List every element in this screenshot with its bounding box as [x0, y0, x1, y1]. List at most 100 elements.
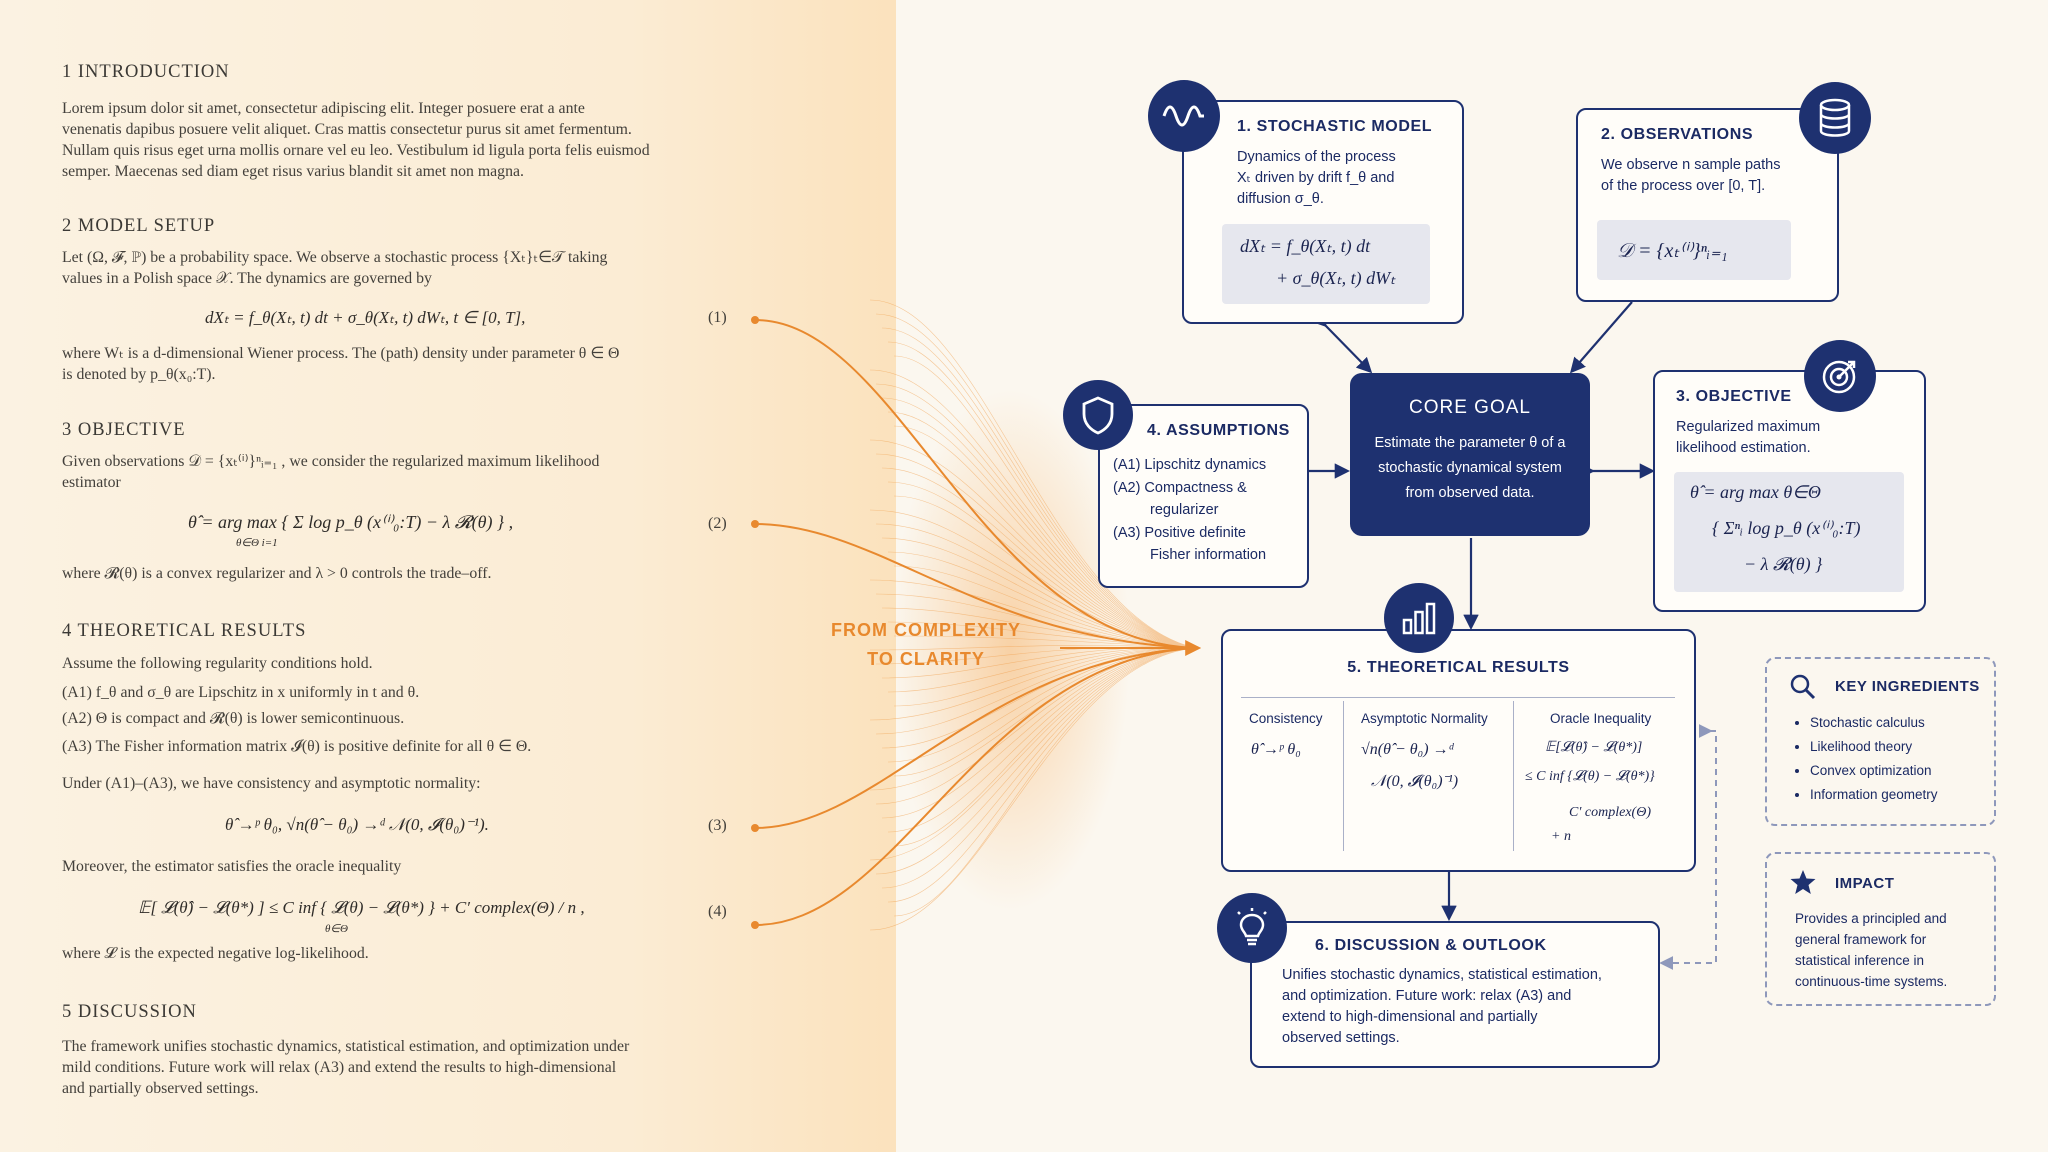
- equation-3: θ̂ →ᵖ θ₀, √n(θ̂ − θ₀) →ᵈ 𝒩(0, 𝓘(θ₀)⁻¹).: [225, 815, 489, 834]
- desc-line: general framework for: [1795, 932, 1927, 947]
- equation-4-subscript: θ∈Θ: [325, 923, 348, 935]
- search-icon: [1789, 673, 1817, 706]
- text-line: semper. Maecenas sed diam eget risus var…: [62, 163, 524, 180]
- objective-text: Given observations 𝒟 = {xₜ⁽ⁱ⁾}ⁿᵢ₌₁ , we …: [62, 451, 742, 493]
- equation-4: 𝔼[ 𝓛(θ̂) − 𝓛(θ*) ] ≤ C inf { 𝓛(θ) − 𝓛(θ*…: [138, 898, 585, 917]
- math-line: { Σⁿᵢ log p_θ (x⁽ⁱ⁾₀:T): [1712, 518, 1861, 538]
- desc-line: likelihood estimation.: [1676, 440, 1811, 456]
- text-line: The framework unifies stochastic dynamic…: [62, 1038, 630, 1055]
- desc-line: continuous-time systems.: [1795, 974, 1948, 989]
- objective-equation: θ̂ = arg max θ∈Θ { Σⁿᵢ log p_θ (x⁽ⁱ⁾₀:T)…: [1674, 472, 1904, 592]
- text-line: Nullam quis risus eget urna mollis ornar…: [62, 142, 650, 159]
- card-title: 4. ASSUMPTIONS: [1147, 422, 1290, 439]
- equation-number-1: (1): [708, 309, 727, 326]
- equation-1: dXₜ = f_θ(Xₜ, t) dt + σ_θ(Xₜ, t) dWₜ, t …: [205, 308, 526, 327]
- math-line: 𝒩(0, 𝓘(θ₀)⁻¹): [1371, 773, 1459, 790]
- column-header: Consistency: [1249, 711, 1323, 726]
- list-item: Likelihood theory: [1810, 735, 1938, 759]
- math-line: + σ_θ(Xₜ, t) dWₜ: [1276, 268, 1396, 288]
- list-item: Information geometry: [1810, 783, 1938, 807]
- text-line: Given observations 𝒟 = {xₜ⁽ⁱ⁾}ⁿᵢ₌₁ , we …: [62, 453, 600, 470]
- card-title: 3. OBJECTIVE: [1676, 388, 1792, 405]
- assumption-a2: (A2) Θ is compact and 𝓡(θ) is lower semi…: [62, 710, 405, 727]
- introduction-text: Lorem ipsum dolor sit amet, consectetur …: [62, 98, 742, 182]
- assumption-a1: (A1) f_θ and σ_θ are Lipschitz in x unif…: [62, 684, 420, 701]
- results-moreover: Moreover, the estimator satisfies the or…: [62, 858, 402, 875]
- transition-label: FROM COMPLEXITY TO CLARITY: [820, 616, 1032, 674]
- panel-title: IMPACT: [1835, 875, 1895, 892]
- card-description: Unifies stochastic dynamics, statistical…: [1282, 965, 1602, 1049]
- discussion-text: The framework unifies stochastic dynamic…: [62, 1036, 742, 1099]
- transition-line-1: FROM COMPLEXITY: [831, 620, 1021, 640]
- results-after: where 𝓛 is the expected negative log-lik…: [62, 945, 369, 962]
- impact-panel: IMPACT Provides a principled and general…: [1765, 852, 1996, 1006]
- desc-line: statistical inference in: [1795, 953, 1925, 968]
- equation-number-2: (2): [708, 515, 727, 532]
- divider: [1513, 701, 1514, 851]
- model-setup-text: Let (Ω, 𝓕, ℙ) be a probability space. We…: [62, 247, 742, 289]
- desc-line: stochastic dynamical system: [1378, 460, 1562, 476]
- section-heading-introduction: 1 INTRODUCTION: [62, 62, 230, 82]
- assumption-list: (A1) Lipschitz dynamics (A2) Compactness…: [1113, 454, 1266, 567]
- section-heading-objective: 3 OBJECTIVE: [62, 420, 186, 440]
- objective-card: 3. OBJECTIVE Regularized maximum likelih…: [1653, 370, 1926, 612]
- equation-number-4: (4): [708, 903, 727, 920]
- math-line: dXₜ = f_θ(Xₜ, t) dt: [1240, 236, 1371, 256]
- desc-line: Regularized maximum: [1676, 419, 1821, 435]
- math-line: θ̂ →ᵖ θ₀: [1251, 741, 1301, 758]
- key-ingredients-panel: KEY INGREDIENTS Stochastic calculus Like…: [1765, 657, 1996, 826]
- desc-line: Estimate the parameter θ of a: [1374, 435, 1566, 451]
- impact-description: Provides a principled and general framew…: [1795, 908, 1947, 992]
- math-line: θ̂ = arg max θ∈Θ: [1690, 482, 1821, 502]
- objective-after: where 𝓡(θ) is a convex regularizer and λ…: [62, 563, 742, 584]
- column-header: Asymptotic Normality: [1361, 711, 1488, 726]
- text-line: mild conditions. Future work will relax …: [62, 1059, 617, 1076]
- desc-line: We observe n sample paths: [1601, 157, 1781, 173]
- stochastic-model-card: 1. STOCHASTIC MODEL Dynamics of the proc…: [1182, 100, 1464, 324]
- text-line: venenatis dapibus posuere velit aliquet.…: [62, 121, 632, 138]
- math-line: C′ complex(Θ): [1569, 805, 1651, 820]
- wave-icon: [1148, 80, 1220, 152]
- card-description: We observe n sample paths of the process…: [1601, 155, 1780, 197]
- desc-line: observed settings.: [1282, 1030, 1400, 1046]
- math-line: 𝒟 = {xₜ⁽ⁱ⁾}ⁿᵢ₌₁: [1617, 240, 1728, 262]
- column-header: Oracle Inequality: [1550, 711, 1652, 726]
- list-item: regularizer: [1150, 502, 1219, 518]
- list-item: Convex optimization: [1810, 759, 1938, 783]
- card-description: Estimate the parameter θ of a stochastic…: [1350, 431, 1590, 506]
- math-line: √n(θ̂ − θ₀) →ᵈ: [1361, 741, 1454, 758]
- desc-line: from observed data.: [1405, 485, 1535, 501]
- transition-line-2: TO CLARITY: [867, 649, 985, 669]
- text-line: Lorem ipsum dolor sit amet, consectetur …: [62, 100, 585, 117]
- database-icon: [1799, 82, 1871, 154]
- list-item: (A3) Positive definite: [1113, 524, 1246, 541]
- section-heading-theoretical-results: 4 THEORETICAL RESULTS: [62, 621, 307, 641]
- text-line: and partially observed settings.: [62, 1080, 259, 1097]
- card-description: Dynamics of the process Xₜ driven by dri…: [1237, 147, 1396, 210]
- equation-2-subscript: θ∈Θ i=1: [236, 537, 278, 549]
- divider: [1343, 701, 1344, 851]
- assumptions-card: 4. ASSUMPTIONS (A1) Lipschitz dynamics (…: [1098, 404, 1309, 588]
- math-line: ≤ C inf {𝓛(θ) − 𝓛(θ*)}: [1525, 769, 1655, 784]
- results-under: Under (A1)–(A3), we have consistency and…: [62, 775, 481, 792]
- desc-line: extend to high-dimensional and partially: [1282, 1009, 1538, 1025]
- bar-chart-icon: [1384, 583, 1454, 653]
- card-title: 6. DISCUSSION & OUTLOOK: [1315, 937, 1547, 954]
- card-title: 1. STOCHASTIC MODEL: [1237, 118, 1433, 135]
- discussion-card: 6. DISCUSSION & OUTLOOK Unifies stochast…: [1250, 921, 1660, 1068]
- lightbulb-icon: [1217, 893, 1287, 963]
- desc-line: of the process over [0, T].: [1601, 178, 1766, 194]
- text-line: where Wₜ is a d-dimensional Wiener proce…: [62, 345, 620, 362]
- section-heading-discussion: 5 DISCUSSION: [62, 1002, 197, 1022]
- math-line: − λ 𝓡(θ) }: [1744, 554, 1823, 574]
- stochastic-equation: dXₜ = f_θ(Xₜ, t) dt + σ_θ(Xₜ, t) dWₜ: [1222, 224, 1430, 304]
- list-item: (A2) Compactness &: [1113, 479, 1247, 496]
- desc-line: Provides a principled and: [1795, 911, 1947, 926]
- desc-line: diffusion σ_θ.: [1237, 191, 1324, 207]
- desc-line: and optimization. Future work: relax (A3…: [1282, 988, 1572, 1004]
- list-item: Stochastic calculus: [1810, 711, 1938, 735]
- results-intro: Assume the following regularity conditio…: [62, 655, 373, 672]
- card-description: Regularized maximum likelihood estimatio…: [1676, 417, 1820, 459]
- observations-card: 2. OBSERVATIONS We observe n sample path…: [1576, 108, 1839, 302]
- section-heading-model-setup: 2 MODEL SETUP: [62, 216, 216, 236]
